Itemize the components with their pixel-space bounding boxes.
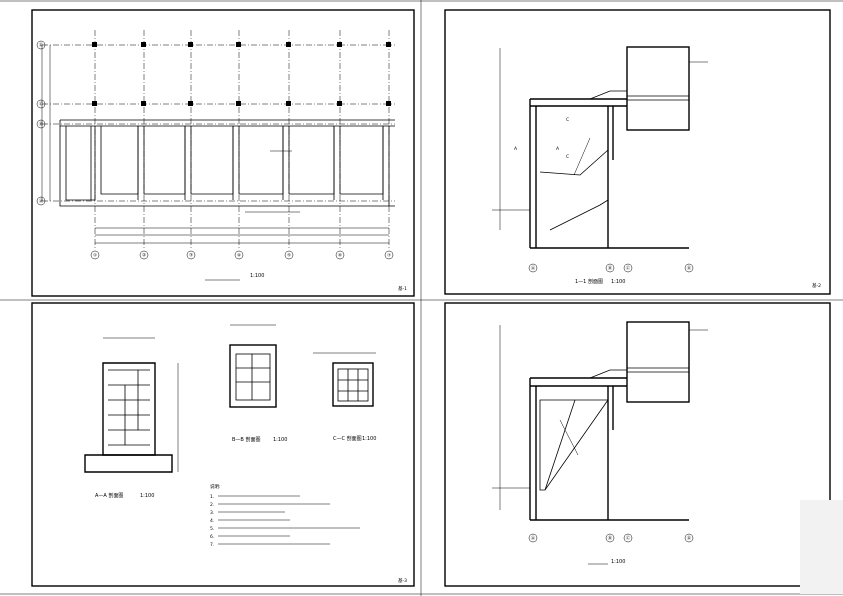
svg-text:⑤: ⑤ bbox=[287, 253, 291, 259]
detail-a-a: A—A 剖面图 1:100 bbox=[84, 337, 179, 499]
svg-text:Ⓓ: Ⓓ bbox=[687, 535, 692, 542]
svg-text:⑦: ⑦ bbox=[387, 253, 391, 259]
section-11-axis-bubbles: Ⓐ Ⓑ Ⓒ Ⓓ bbox=[528, 263, 694, 273]
svg-text:①: ① bbox=[93, 253, 97, 259]
svg-text:A: A bbox=[556, 146, 560, 152]
plan-dimensions bbox=[41, 45, 389, 244]
section-11-scale: 1:100 bbox=[611, 279, 625, 285]
svg-text:Ⓑ: Ⓑ bbox=[39, 121, 44, 128]
section-11-title: 1—1 剖面图 bbox=[575, 278, 603, 285]
section-11-panel: C C A A Ⓐ Ⓑ Ⓒ Ⓓ 1—1 剖面图 1:100 基-2 bbox=[444, 9, 831, 295]
details-notes: 说明: 1. 2. 3. 4. 5. 6. 7. bbox=[210, 483, 360, 548]
svg-text:7.: 7. bbox=[210, 542, 214, 548]
section-11-sheet-no: 基-2 bbox=[812, 282, 821, 289]
plan-axis-bubbles-left: Ⓓ Ⓒ Ⓑ Ⓐ bbox=[36, 40, 46, 206]
details-frame bbox=[31, 302, 415, 587]
svg-text:B—B 剖面图: B—B 剖面图 bbox=[232, 436, 260, 443]
section-alt-scale: 1:100 bbox=[611, 559, 625, 565]
edge-shading bbox=[800, 500, 843, 594]
svg-text:Ⓑ: Ⓑ bbox=[608, 535, 613, 542]
svg-text:②: ② bbox=[142, 253, 146, 259]
svg-text:Ⓓ: Ⓓ bbox=[39, 42, 44, 49]
plan-columns bbox=[92, 42, 391, 106]
svg-text:Ⓑ: Ⓑ bbox=[608, 265, 613, 272]
svg-text:Ⓐ: Ⓐ bbox=[39, 198, 44, 205]
svg-text:1.: 1. bbox=[210, 494, 214, 500]
svg-text:③: ③ bbox=[189, 253, 193, 259]
section-alt-panel: Ⓐ Ⓑ Ⓒ Ⓓ 1:100 bbox=[444, 302, 831, 587]
details-panel: A—A 剖面图 1:100 B—B 剖面图 1:100 C—C 剖面图 1:10… bbox=[31, 302, 415, 587]
plan-panel: ① ② ③ ④ ⑤ ⑥ ⑦ Ⓓ Ⓒ Ⓑ Ⓐ 1:100 基-1 bbox=[31, 9, 415, 297]
plan-vertical-axes bbox=[94, 30, 390, 250]
svg-text:Ⓒ: Ⓒ bbox=[39, 101, 44, 108]
details-sheet-no: 基-3 bbox=[398, 577, 407, 584]
svg-text:2.: 2. bbox=[210, 502, 214, 508]
svg-text:C: C bbox=[566, 154, 569, 160]
svg-text:说明:: 说明: bbox=[210, 483, 221, 490]
section-alt-frame bbox=[444, 302, 831, 587]
svg-text:1:100: 1:100 bbox=[362, 436, 376, 442]
svg-text:1:100: 1:100 bbox=[140, 493, 154, 499]
svg-text:5.: 5. bbox=[210, 526, 214, 532]
detail-c-c: C—C 剖面图 1:100 bbox=[313, 352, 376, 442]
svg-text:Ⓒ: Ⓒ bbox=[626, 265, 631, 272]
plan-sheet-no: 基-1 bbox=[398, 285, 407, 292]
svg-text:A: A bbox=[514, 146, 518, 152]
svg-text:6.: 6. bbox=[210, 534, 214, 540]
section-alt-axis-bubbles: Ⓐ Ⓑ Ⓒ Ⓓ bbox=[528, 533, 694, 543]
svg-text:1:100: 1:100 bbox=[273, 437, 287, 443]
plan-axis-bubbles-bottom: ① ② ③ ④ ⑤ ⑥ ⑦ bbox=[90, 250, 394, 260]
section-11-frame bbox=[444, 9, 831, 295]
svg-text:3.: 3. bbox=[210, 510, 214, 516]
plan-frame bbox=[31, 9, 415, 297]
svg-text:A—A 剖面图: A—A 剖面图 bbox=[95, 492, 123, 499]
svg-text:C—C 剖面图: C—C 剖面图 bbox=[333, 435, 362, 442]
svg-text:4.: 4. bbox=[210, 518, 214, 524]
svg-text:C: C bbox=[566, 117, 569, 123]
svg-text:④: ④ bbox=[237, 253, 241, 259]
svg-text:Ⓒ: Ⓒ bbox=[626, 535, 631, 542]
detail-b-b: B—B 剖面图 1:100 bbox=[229, 324, 287, 443]
plan-foundation-walls bbox=[59, 119, 395, 207]
svg-text:⑥: ⑥ bbox=[338, 253, 342, 259]
plan-scale: 1:100 bbox=[250, 273, 264, 279]
svg-text:Ⓐ: Ⓐ bbox=[531, 535, 536, 542]
svg-text:Ⓐ: Ⓐ bbox=[531, 265, 536, 272]
svg-text:Ⓓ: Ⓓ bbox=[687, 265, 692, 272]
